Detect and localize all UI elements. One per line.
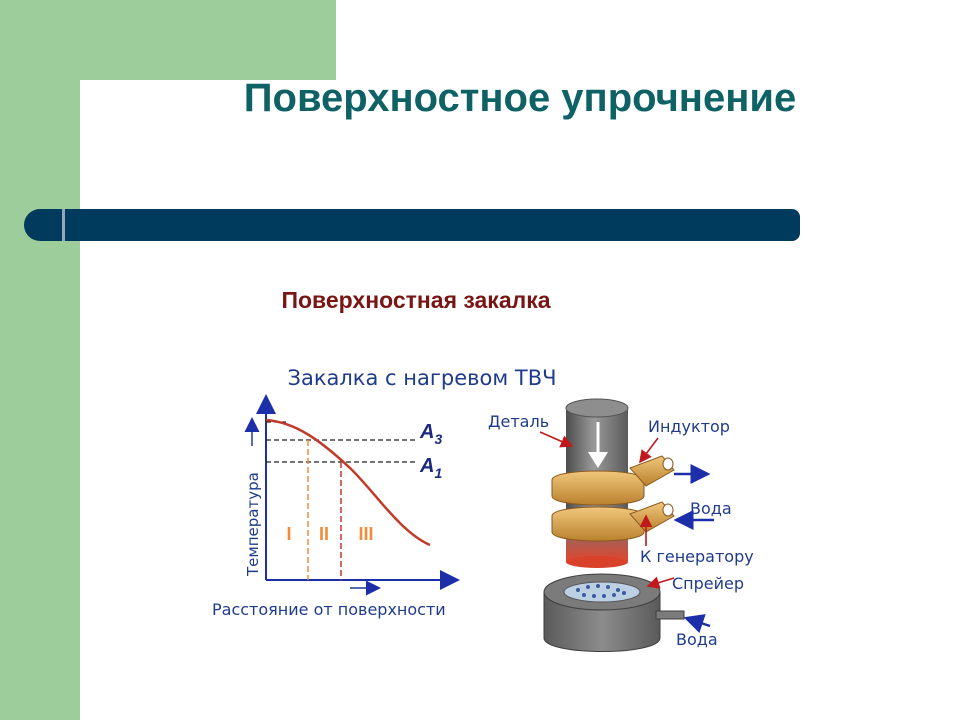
title-divider-bar <box>24 209 800 241</box>
zone-1-label: I <box>286 524 291 544</box>
diagram-subheading: Закалка с нагревом ТВЧ <box>287 366 556 390</box>
slide-title: Поверхностное упрочнение <box>243 76 797 120</box>
part-top <box>565 398 629 418</box>
temperature-curve <box>265 418 431 547</box>
surface-hardening-diagram: Поверхностная закалка Закалка с нагревом… <box>212 287 754 652</box>
content-corner <box>80 80 140 140</box>
temperature-graph: Температура Расстояние от поверхности A3… <box>212 394 460 619</box>
pointer-inductor <box>639 437 659 464</box>
diagram-heading: Поверхностная закалка <box>281 287 550 313</box>
zone-3-label: III <box>358 524 373 544</box>
part-bottom <box>566 556 628 568</box>
spray-holes <box>576 584 626 598</box>
divider-bar-notch <box>62 209 65 241</box>
a3-label: A3 <box>419 421 442 447</box>
inductor-coil-upper <box>551 470 645 506</box>
x-axis-label: Расстояние от поверхности <box>212 600 446 619</box>
inductor-port-lower <box>662 503 674 517</box>
label-sprayer: Спрейер <box>672 574 744 593</box>
sprayer-pipe <box>655 610 685 620</box>
label-inductor: Индуктор <box>648 417 730 436</box>
pointer-part <box>539 431 574 448</box>
zone-2-label: II <box>319 524 329 544</box>
part-motion-arrow <box>588 452 608 468</box>
inductor-port-upper <box>662 457 674 471</box>
label-part: Деталь <box>488 412 549 431</box>
y-axis-label: Температура <box>244 472 262 577</box>
pointer-sprayer <box>646 576 675 589</box>
induction-apparatus-illustration: Деталь Индуктор Вода К генератору Спрейе… <box>488 398 754 652</box>
label-to-generator: К генератору <box>640 547 754 566</box>
sprayer-nozzle-plate <box>563 581 641 603</box>
label-water-out: Вода <box>690 499 732 518</box>
label-water-in: Вода <box>676 630 718 649</box>
inductor-coil-lower <box>551 506 645 542</box>
sprayer-water-arrow <box>683 614 711 634</box>
top-accent-band <box>80 0 336 80</box>
a1-label: A1 <box>419 455 442 481</box>
left-accent-band <box>0 0 80 720</box>
